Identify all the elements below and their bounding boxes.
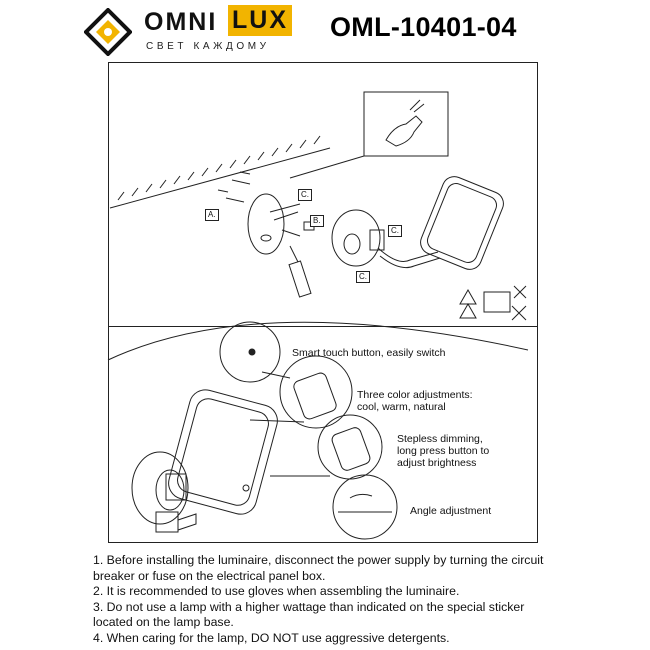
label-c-base: C. [388,225,402,237]
callout-touch-button [219,321,281,383]
label-c-plate: C. [298,189,312,201]
instruction-item: 3. Do not use a lamp with a higher watta… [93,599,525,630]
diagram-frame [108,62,538,543]
feature-touch-button: Smart touch button, easily switch [292,347,446,359]
lamp-assembly-drawing [331,176,504,270]
label-b: B. [310,215,324,227]
feature-angle: Angle adjustment [410,505,492,517]
feature-dimming-line3: adjust brightness [397,457,477,469]
screwdriver-drawing [288,245,312,298]
large-arc [107,321,529,361]
instruction-item: 4. When caring for the lamp, DO NOT use … [93,630,450,645]
instruction-item: 2. It is recommended to use gloves when … [93,584,460,598]
feature-dimming-line2: long press button to [397,445,490,457]
label-a: A. [205,209,219,221]
feature-color-line2: cool, warm, natural [357,401,446,413]
mirror-outline [168,389,278,515]
diagram-divider [108,326,538,327]
brand-name-lux: LUX [228,5,292,36]
brand-name-omni: OMNI [144,8,218,36]
model-number: OML-10401-04 [330,12,517,42]
feature-color-adjust: Three color adjustments: cool, warm, nat… [357,389,473,413]
label-c-lower: C. [356,271,370,283]
instruction-item: 1. Before installing the luminaire, disc… [93,553,544,583]
brand-tagline: СВЕТ КАЖДОМУ [146,41,270,52]
feature-dimming-line1: Stepless dimming, [397,433,483,445]
wall-hatch [109,135,331,209]
instructions-list: 1. Before installing the luminaire, disc… [93,553,553,646]
callout-angle [332,474,398,540]
omnilux-logo-icon [84,8,132,56]
header: OMNI LUX СВЕТ КАЖДОМУ OML-10401-04 [0,0,650,60]
feature-color-line1: Three color adjustments: [357,389,473,401]
drill-inset [289,91,449,179]
feature-dimming: Stepless dimming, long press button to a… [397,433,489,469]
mounting-plate-drawing [247,193,301,255]
callout-color [279,355,353,429]
warning-icons [459,285,527,321]
